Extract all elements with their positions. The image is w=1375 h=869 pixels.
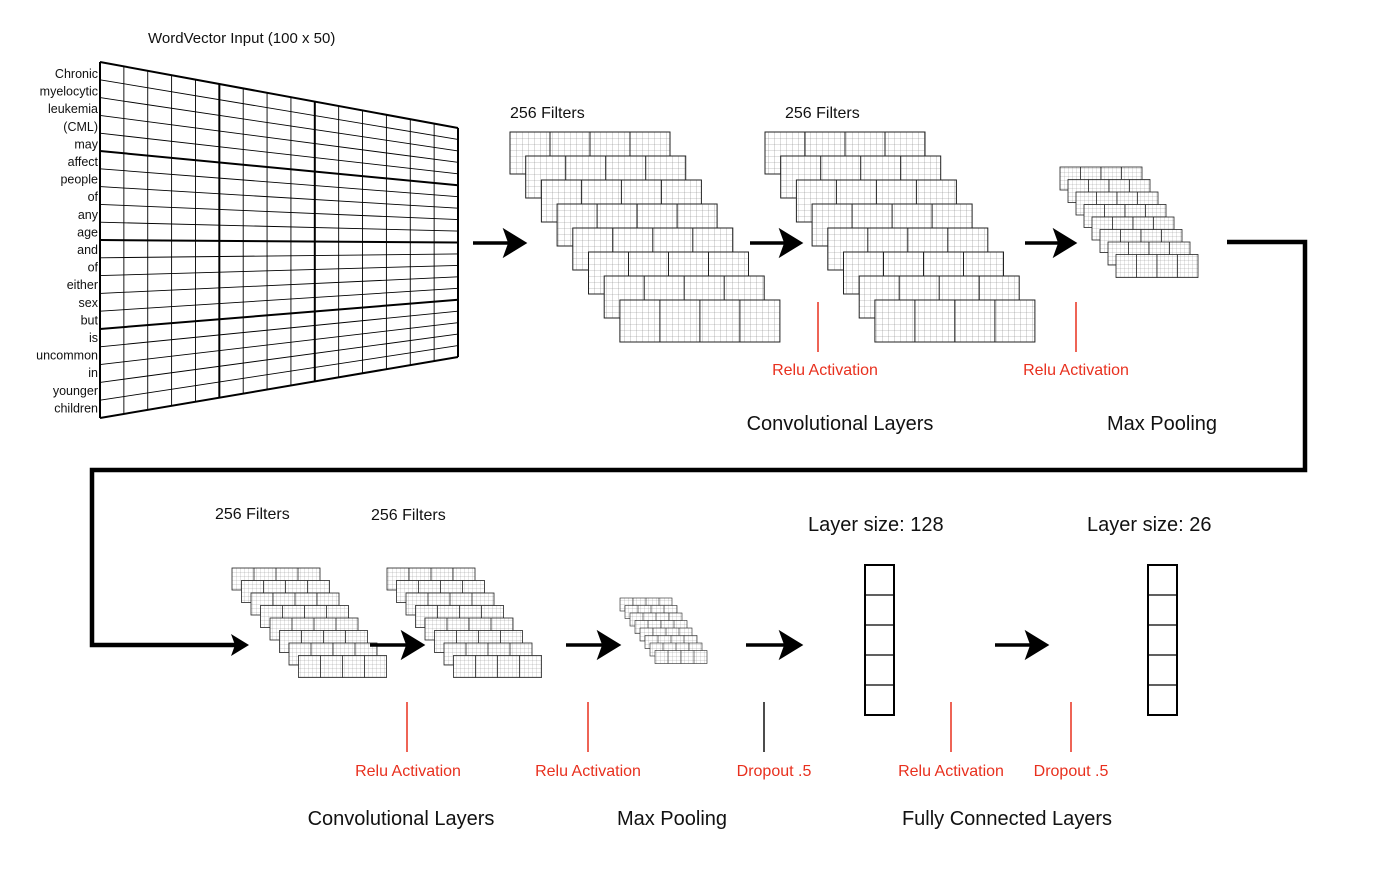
- arrow-icon: [750, 227, 804, 259]
- max-pooling-1-stack: [1059, 166, 1199, 278]
- conv-layer-1a-filter-stack: [509, 131, 781, 343]
- relu-activation-label: Relu Activation: [898, 763, 1004, 780]
- relu-activation-label: Relu Activation: [772, 362, 878, 379]
- arrow-icon: [746, 629, 804, 661]
- input-word: in: [88, 366, 98, 380]
- input-title: WordVector Input (100 x 50): [148, 30, 335, 47]
- conv-layer-2b-filter-stack: [386, 567, 542, 678]
- section-title-pool-bottom: Max Pooling: [617, 808, 727, 830]
- input-word-list: Chronic myelocytic leukemia (CML) may affect p…: [36, 67, 99, 415]
- relu-activation-label: Relu Activation: [1023, 362, 1129, 379]
- input-word: affect: [68, 155, 99, 169]
- input-word: children: [54, 401, 98, 415]
- input-word: of: [88, 261, 99, 275]
- arrow-icon: [566, 629, 622, 661]
- input-word: people: [60, 173, 98, 187]
- input-word: age: [77, 225, 98, 239]
- input-word: any: [78, 208, 99, 222]
- input-word: Chronic: [55, 67, 98, 81]
- input-word: (CML): [63, 120, 98, 134]
- word-vector-grid: [99, 61, 459, 419]
- section-title-conv-bottom: Convolutional Layers: [308, 808, 495, 830]
- relu-activation-label: Relu Activation: [355, 763, 461, 780]
- section-title-conv-top: Convolutional Layers: [747, 413, 934, 435]
- input-word: may: [74, 137, 98, 151]
- input-word: uncommon: [36, 349, 98, 363]
- relu-activation-label: Relu Activation: [535, 763, 641, 780]
- dropout-label: Dropout .5: [1034, 763, 1109, 780]
- input-word: either: [67, 278, 98, 292]
- conv1a-filters-label: 256 Filters: [510, 105, 585, 122]
- input-word: of: [88, 190, 99, 204]
- flow-connector-line: [89, 239, 1308, 648]
- input-word: myelocytic: [40, 85, 98, 99]
- section-title-fully-connected: Fully Connected Layers: [902, 808, 1112, 830]
- conv2b-filters-label: 256 Filters: [371, 507, 446, 524]
- arrow-icon: [473, 227, 528, 259]
- arrow-icon: [995, 629, 1050, 661]
- input-word: is: [89, 331, 98, 345]
- fc2-layer-size: Layer size: 26: [1087, 514, 1212, 536]
- input-word: sex: [79, 296, 99, 310]
- conv1b-filters-label: 256 Filters: [785, 105, 860, 122]
- dropout-label: Dropout .5: [737, 763, 812, 780]
- conv2a-filters-label: 256 Filters: [215, 506, 290, 523]
- input-word: and: [77, 243, 98, 257]
- input-word: younger: [53, 384, 98, 398]
- fc-layer-26: [1147, 564, 1178, 716]
- fc1-layer-size: Layer size: 128: [808, 514, 944, 536]
- arrow-icon: [1025, 227, 1078, 259]
- input-word: leukemia: [48, 102, 98, 116]
- fc-layer-128: [864, 564, 895, 716]
- arrow-icon: [231, 634, 249, 656]
- max-pooling-2-stack: [619, 597, 708, 664]
- input-word: but: [81, 313, 99, 327]
- conv-layer-2a-filter-stack: [231, 567, 387, 678]
- section-title-pool-top: Max Pooling: [1107, 413, 1217, 435]
- arrow-icon: [370, 629, 426, 661]
- conv-layer-1b-filter-stack: [764, 131, 1036, 343]
